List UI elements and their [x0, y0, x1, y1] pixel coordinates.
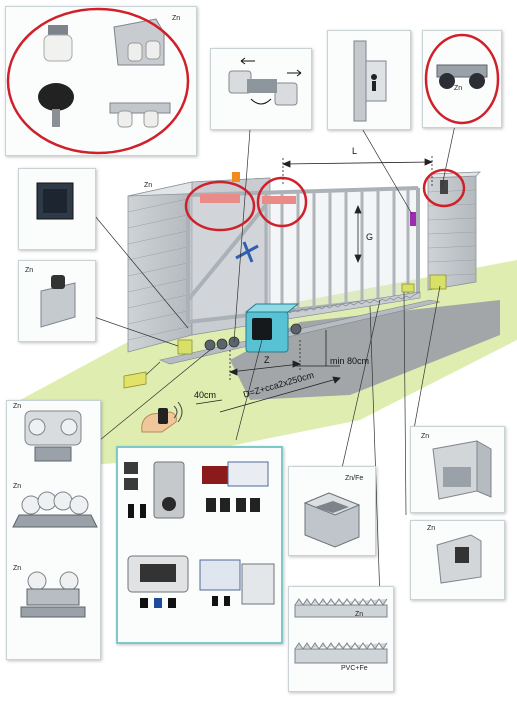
end-stop-brackets — [177, 274, 447, 355]
dimension-G — [354, 204, 362, 264]
label-zn-10: Zn — [144, 182, 153, 189]
side-post — [123, 371, 147, 389]
catch-roller-panel: Zn — [422, 30, 502, 128]
carriage-1 — [24, 410, 82, 462]
rail-profile-panel: Zn/Fe — [288, 466, 376, 556]
label-zn-6: Zn — [13, 565, 22, 572]
end-stop-panel: Zn — [18, 260, 96, 342]
top-guide-art — [228, 57, 302, 106]
roller-accessories-art — [6, 7, 190, 155]
motor-kit-panel — [116, 446, 283, 644]
rack-panel: Zn PVC+Fe — [288, 586, 394, 692]
left-top-guide — [200, 194, 240, 203]
highlight-circle-1 — [6, 7, 190, 155]
label-zn-9: Zn — [355, 611, 364, 618]
pillar-bracket-panel: Zn — [410, 426, 505, 513]
upper-guide-bracket — [235, 241, 259, 263]
double-roller-bracket — [109, 102, 171, 128]
highlight-circle-3 — [184, 180, 256, 232]
top-roller-white-1 — [43, 25, 73, 62]
catch-roller-art — [424, 33, 500, 125]
dim-label-L: L — [352, 146, 358, 156]
dimension-D — [195, 376, 341, 413]
end-stop-art — [40, 275, 76, 328]
gate-lock — [410, 212, 416, 226]
carriage-art — [12, 410, 98, 618]
rail-profile-art — [303, 492, 361, 548]
pillar-catch — [440, 180, 448, 194]
label-zn-2: Zn — [454, 85, 463, 92]
remote-hand — [141, 402, 183, 433]
label-zn-3: Zn — [25, 267, 34, 274]
end-bracket-art — [436, 534, 482, 584]
guide-roller-bracket — [113, 18, 165, 66]
dim-label-G: G — [366, 232, 374, 242]
lock-panel — [327, 30, 411, 130]
lock-art — [353, 40, 387, 122]
photocell-art — [36, 182, 74, 220]
dim-label-40: 40cm — [194, 390, 217, 400]
carriage-2 — [12, 491, 98, 528]
motor-kit-art — [124, 461, 275, 608]
roller-accessories-panel: Zn — [5, 6, 197, 156]
dim-label-min: min 80cm — [330, 356, 370, 366]
right-top-guide — [262, 196, 296, 204]
label-pvc-fe: PVC+Fe — [341, 665, 368, 672]
pillar-bracket-art — [432, 440, 492, 500]
label-zn-7: Zn — [421, 433, 430, 440]
photocell-panel — [18, 168, 96, 250]
highlight-circle-4 — [256, 176, 308, 228]
highlight-circle-2 — [424, 33, 500, 125]
top-guide-panel — [210, 48, 312, 130]
dim-label-Z: Z — [264, 355, 270, 365]
carriage-panel: Zn Zn Zn — [6, 400, 101, 660]
dimension-Z — [228, 340, 302, 380]
dimension-L — [281, 156, 434, 186]
label-zn-8: Zn — [427, 525, 436, 532]
carriage-3 — [20, 571, 86, 618]
gate-motor — [244, 303, 300, 353]
label-zn-fe: Zn/Fe — [345, 475, 364, 482]
end-bracket-panel: Zn — [410, 520, 505, 600]
flashing-lamp — [232, 172, 240, 182]
highlight-circle-5 — [422, 168, 466, 208]
label-zn-5: Zn — [13, 483, 22, 490]
dimension-min80 — [296, 330, 340, 367]
label-zn-4: Zn — [13, 403, 22, 410]
rack-art — [294, 598, 388, 664]
label-zn-1: Zn — [172, 15, 181, 22]
rubber-stopper — [38, 83, 74, 127]
